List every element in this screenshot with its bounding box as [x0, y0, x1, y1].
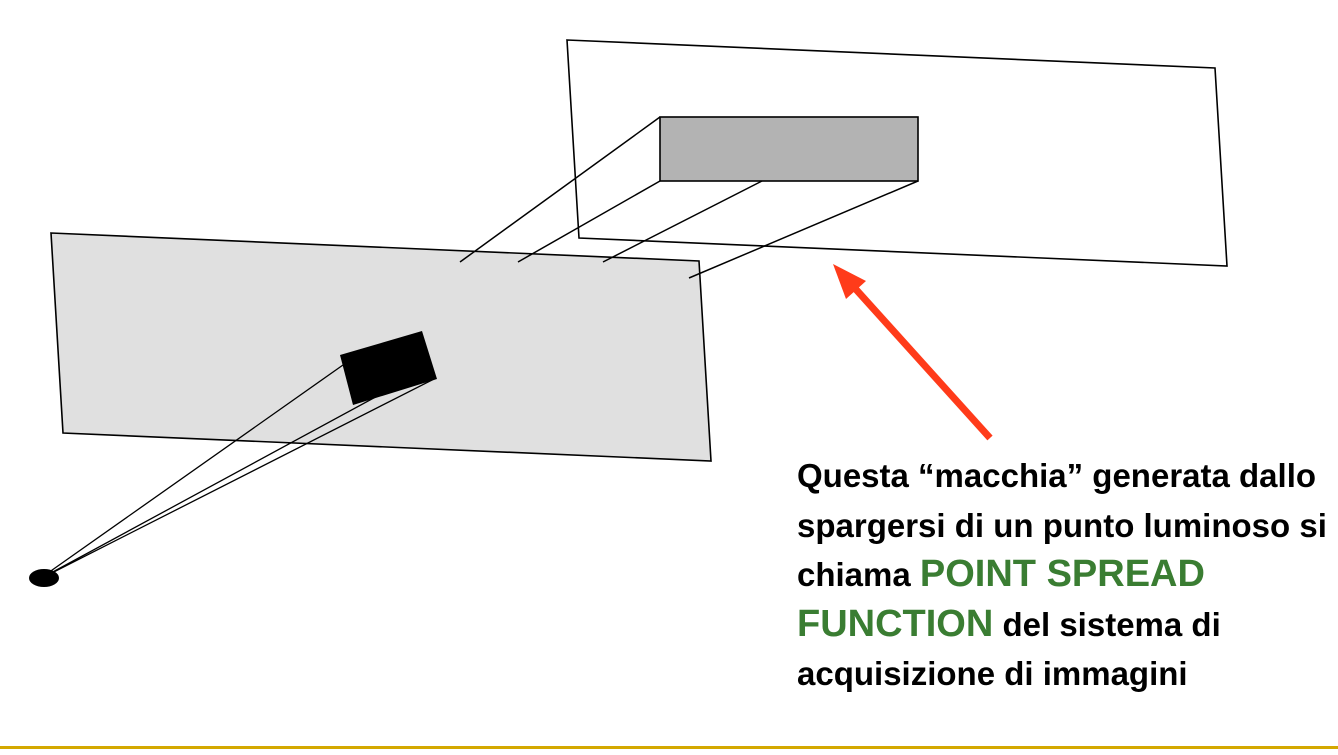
light-ray — [37, 379, 408, 581]
projection-line — [688, 180, 919, 279]
caption-part2: del sistema di acquisizione di immagini — [797, 605, 1221, 693]
projection-lines — [459, 116, 919, 279]
projection-line — [459, 116, 661, 263]
caption-part1: Questa “macchia” generata dallo spargers… — [797, 457, 1327, 593]
point-source — [29, 569, 59, 587]
footer-rule — [0, 746, 1338, 749]
projection-line — [602, 180, 763, 263]
caption-text: Questa “macchia” generata dallo spargers… — [797, 451, 1327, 699]
red-arrow — [833, 264, 993, 441]
light-ray — [37, 364, 344, 581]
red-arrow-shaft — [849, 282, 993, 441]
caption-highlight: POINT SPREAD FUNCTION — [797, 553, 1205, 645]
light-ray — [37, 377, 437, 581]
object-rectangle — [340, 331, 437, 405]
light-rays — [37, 364, 437, 581]
red-arrow-head — [833, 264, 866, 299]
projection-line — [517, 180, 661, 263]
psf-spot — [659, 116, 919, 182]
